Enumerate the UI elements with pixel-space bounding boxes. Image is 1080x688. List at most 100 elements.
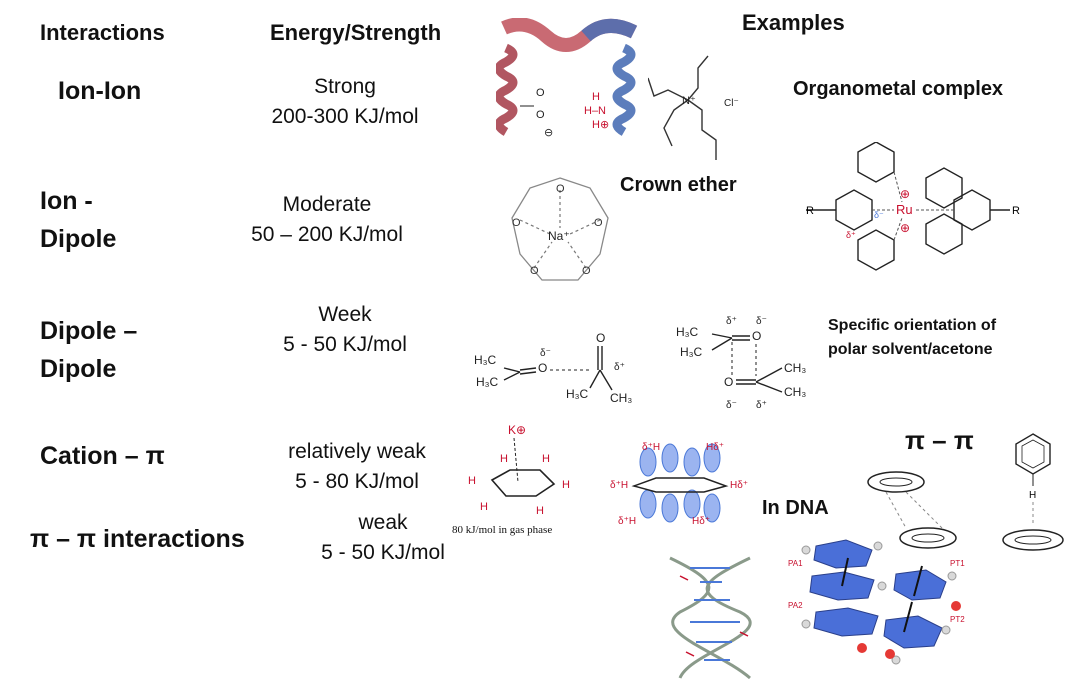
base-stacking-figure: PA1 PA2 PT1 PT2 [788, 539, 965, 665]
row-label-cation-pi: Cation – π [40, 442, 165, 470]
lower-benzene [1002, 529, 1064, 551]
energy-pi-pi: weak 5 - 50 KJ/mol [288, 508, 478, 568]
ru-charges: ⊕⊕ [900, 187, 910, 235]
stacking-labels: PA1 PA2 PT1 PT2 [788, 559, 965, 624]
label-acetone: Specific orientation of polar solvent/ac… [828, 314, 996, 362]
svg-text:H: H [536, 505, 544, 517]
pyridine-rings [835, 142, 991, 271]
antiparallel-bonds [711, 333, 783, 393]
row-label-line2: Dipole [40, 355, 117, 383]
label-gas-phase: 80 kJ/mol in gas phase [452, 524, 553, 536]
ruthenium-label: Ru [896, 202, 913, 217]
svg-text:O: O [724, 375, 733, 389]
svg-text:O: O [582, 265, 591, 277]
row-label-ion-dipole: Ion - Dipole [40, 182, 116, 258]
delta-minus: δ⁻ [874, 210, 884, 220]
carboxylate-group: OO ⊖ [520, 87, 553, 139]
benzene-core [631, 477, 729, 493]
energy-dipole-dipole: Week 5 - 50 KJ/mol [250, 300, 440, 360]
range-text: 5 - 80 KJ/mol [295, 470, 419, 493]
svg-text:H: H [562, 479, 570, 491]
row-label-line2: Dipole [40, 225, 117, 253]
range-text: 200-300 KJ/mol [271, 105, 419, 128]
strength-text: Moderate [282, 193, 372, 216]
svg-text:H₃C: H₃C [474, 353, 497, 367]
potassium-label: K⊕ [508, 423, 526, 437]
dna-helix-figure [669, 556, 752, 680]
svg-text:H: H [468, 475, 476, 487]
antiparallel-interactions [731, 342, 757, 376]
svg-text:H₃C: H₃C [680, 345, 703, 359]
svg-text:O: O [536, 109, 545, 121]
helix-right-coil [612, 43, 636, 136]
header-examples: Examples [742, 10, 845, 35]
row-label-line1: Ion - [40, 187, 93, 215]
energy-ion-dipole: Moderate 50 – 200 KJ/mol [232, 190, 422, 250]
svg-text:H₃C: H₃C [476, 375, 499, 389]
svg-text:⊕: ⊕ [900, 221, 910, 235]
protein-helix-figure: OO ⊖ HH–NH⊕ [496, 18, 638, 139]
svg-text:H: H [500, 453, 508, 465]
svg-text:H⊕: H⊕ [592, 119, 609, 131]
svg-text:Hδ⁺: Hδ⁺ [730, 480, 748, 491]
oxygen-atoms [857, 601, 961, 659]
chloride-label: Cl⁻ [724, 98, 739, 109]
header-interactions: Interactions [40, 20, 165, 45]
svg-text:O: O [530, 265, 539, 277]
row-label-line1: Dipole – [40, 317, 138, 345]
acetone-right-bonds [589, 346, 613, 391]
benzene-ring [490, 469, 556, 497]
dna-accents [679, 575, 749, 657]
svg-text:δ⁺H: δ⁺H [618, 516, 636, 527]
ru-n-bonds [872, 171, 954, 241]
svg-text:δ⁺H: δ⁺H [610, 480, 628, 491]
svg-text:CH₃: CH₃ [610, 391, 632, 405]
label-organometal: Organometal complex [793, 78, 1004, 100]
ammonium-salt-figure: N⁺ Cl⁻ [648, 55, 739, 160]
svg-text:⊕: ⊕ [900, 187, 910, 201]
hydrogen-atoms [801, 541, 957, 665]
label-acetone-line2: polar solvent/acetone [828, 341, 993, 358]
svg-text:CH₃: CH₃ [784, 385, 806, 399]
ammonium-group: HH–NH⊕ [584, 91, 609, 131]
energy-ion-ion: Strong 200-300 KJ/mol [250, 72, 440, 132]
row-label-pi-pi: π – π interactions [30, 525, 245, 553]
crown-ether-figure: OOO OO Na⁺ [511, 177, 609, 281]
svg-text:O: O [556, 183, 565, 195]
svg-text:H: H [480, 501, 488, 513]
pi-orbital-lobes [639, 443, 721, 523]
svg-text:δ⁻: δ⁻ [540, 348, 551, 359]
range-text: 5 - 50 KJ/mol [283, 333, 407, 356]
delta-plus: δ⁺ [846, 230, 856, 240]
svg-text:δ⁻: δ⁻ [726, 400, 737, 411]
ruthenium-complex-figure: R R Ru ⊕⊕ δ⁻ δ⁺ [806, 142, 1020, 271]
svg-text:H₃C: H₃C [566, 387, 589, 401]
antiparallel-charges: δ⁺δ⁻ δ⁻δ⁺ [726, 316, 767, 411]
t-shaped-benzene-figure: H [1002, 433, 1064, 551]
svg-text:H₃C: H₃C [676, 325, 699, 339]
label-acetone-line1: Specific orientation of [828, 317, 997, 334]
acetone-left-atoms: H₃C H₃C Oδ⁻ [474, 348, 551, 389]
row-label-dipole-dipole: Dipole – Dipole [40, 312, 137, 388]
range-text: 50 – 200 KJ/mol [251, 223, 403, 246]
top-benzene-inner [879, 477, 913, 487]
dna-backbone [669, 556, 752, 680]
upper-benzene-inner [1021, 439, 1045, 469]
dna-base-pairs [690, 567, 740, 661]
strength-text: weak [358, 511, 408, 534]
alkyl-chains [648, 55, 717, 160]
top-benzene [867, 471, 925, 493]
r-group-right: R [1012, 205, 1020, 217]
svg-text:O: O [538, 361, 547, 375]
cation-interaction-line [513, 437, 519, 483]
stacking-arrows [841, 557, 923, 633]
svg-text:O: O [512, 217, 521, 229]
svg-text:O: O [596, 331, 605, 345]
stacked-bases [809, 539, 947, 649]
